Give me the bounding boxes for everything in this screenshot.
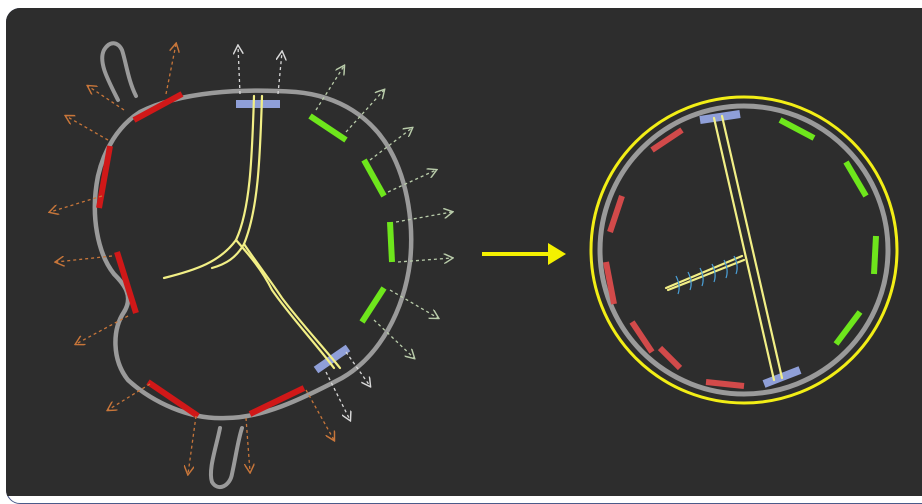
green-segment [359, 286, 387, 324]
red-segment [603, 261, 617, 305]
yellow-branches [162, 94, 342, 370]
outward-arrow [76, 315, 129, 344]
outward-arrow [278, 52, 282, 95]
inner-gray-ring [597, 103, 891, 397]
left-outline [92, 88, 414, 421]
outward-arrow [88, 86, 125, 111]
green-segment [308, 113, 348, 143]
outward-arrow [188, 415, 197, 474]
red-segment [132, 91, 184, 123]
red-segment [657, 345, 683, 371]
panel-background [6, 8, 922, 496]
red-segment [650, 127, 684, 153]
suture-mark [733, 255, 738, 275]
suture-marks [675, 255, 738, 295]
yellow-branch [242, 242, 342, 370]
suture-mark [723, 259, 728, 279]
red-segment [146, 379, 200, 419]
red-segment [607, 195, 625, 233]
green-segment [833, 310, 863, 346]
green-segments [308, 113, 395, 324]
orange-arrows [50, 44, 334, 474]
yellow-branch [234, 238, 336, 370]
yellow-chord [720, 114, 784, 380]
red-segments [96, 91, 306, 419]
red-segment [96, 145, 113, 209]
suture-mark [687, 271, 692, 291]
right-red-segments [603, 127, 745, 389]
green-segment [387, 221, 395, 263]
outward-arrow [387, 170, 436, 193]
outer-yellow-ring [589, 95, 899, 405]
green-arrows [315, 66, 452, 358]
red-segment [114, 251, 139, 314]
outward-arrow [345, 351, 370, 386]
red-segment [629, 320, 655, 354]
outward-arrow [315, 66, 344, 111]
white-arrows [238, 46, 370, 420]
right-structure [589, 95, 899, 405]
outward-arrow [325, 371, 350, 420]
suture-mark [711, 263, 716, 283]
green-segment [778, 117, 816, 141]
right-yellow-chords [664, 114, 784, 382]
bottom-tube [209, 426, 244, 490]
outward-arrow [66, 116, 109, 141]
left-structure [50, 41, 452, 490]
green-segment [871, 235, 879, 275]
yellow-chord [712, 116, 776, 382]
yellow-branch [210, 94, 264, 270]
red-segment [248, 385, 306, 417]
outward-arrow [165, 44, 176, 95]
outward-arrow [369, 128, 412, 161]
blue-segment [699, 110, 741, 124]
top-tube [100, 41, 138, 102]
yellow-branch [162, 94, 256, 280]
outward-arrow [238, 46, 240, 95]
outward-arrow [108, 383, 151, 410]
yellow-chord [666, 258, 746, 292]
red-segment [705, 379, 745, 389]
suture-mark [699, 267, 704, 287]
right-green-segments [778, 117, 879, 346]
transition-arrow [482, 243, 566, 265]
green-segment [843, 160, 869, 198]
green-segment [361, 158, 387, 198]
suture-mark [675, 275, 680, 295]
